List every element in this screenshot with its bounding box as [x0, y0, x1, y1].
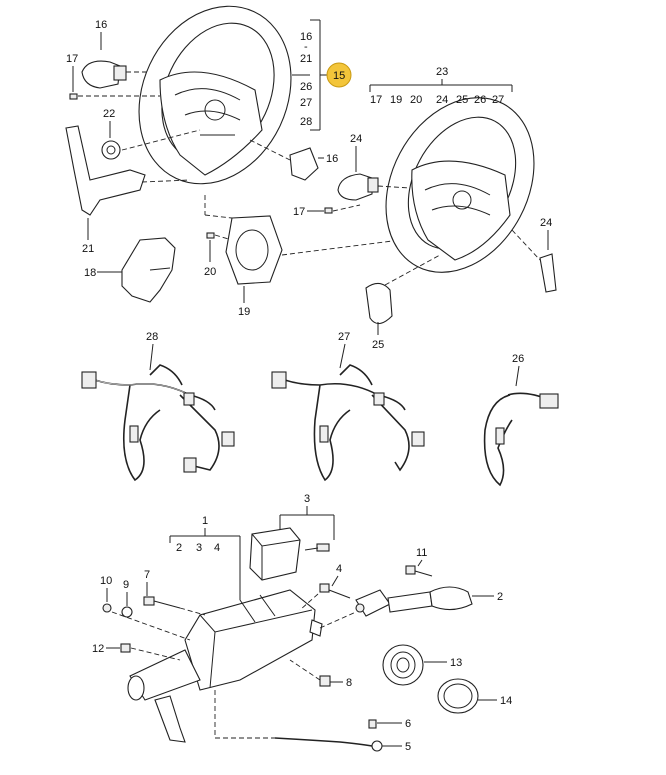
nut-22	[101, 140, 121, 160]
group-23-item-4: 24	[436, 94, 448, 106]
screw-20	[206, 232, 215, 239]
boot-13	[382, 644, 424, 686]
wiring-harness-26: 26	[483, 353, 559, 487]
button-cap-16	[81, 60, 127, 89]
control-module-3	[249, 527, 301, 581]
callout-4: 4	[336, 563, 342, 575]
button-cap-24b	[539, 253, 557, 293]
group-15-item-2: -	[304, 41, 308, 53]
callout-1: 1	[202, 515, 208, 527]
screw-17b	[324, 207, 333, 214]
callout-26: 26	[512, 353, 524, 365]
group-23-item-3: 20	[410, 94, 422, 106]
callout-25: 25	[372, 339, 384, 351]
bracket-group-15: 16 - 21 26 27 28	[292, 19, 328, 131]
callout-20: 20	[204, 266, 216, 278]
bracket-group-23: 23 17 19 20 24 25 26 27	[369, 66, 513, 106]
bracket-group-3: 3	[279, 493, 335, 540]
callout-18: 18	[84, 267, 96, 279]
washer-9	[121, 606, 133, 618]
callout-27: 27	[338, 331, 350, 343]
cable-5	[274, 737, 383, 752]
callout-14: 14	[500, 695, 512, 707]
callout-28: 28	[146, 331, 158, 343]
callout-24b: 24	[540, 217, 552, 229]
group-15-item-5: 27	[300, 97, 312, 109]
callout-15-highlight[interactable]	[326, 62, 352, 88]
callout-17: 17	[66, 53, 78, 65]
steering-wheel-left	[138, 5, 292, 185]
callout-7: 7	[144, 569, 150, 581]
callout-17b: 17	[293, 206, 305, 218]
callout-8: 8	[346, 677, 352, 689]
callout-13: 13	[450, 657, 462, 669]
ring-14	[437, 678, 479, 714]
group-1-item-1: 2	[176, 542, 182, 554]
intermediate-shaft-2	[355, 586, 473, 617]
bolt-4	[319, 583, 351, 599]
group-15-item-6: 28	[300, 116, 312, 128]
callout-3: 3	[304, 493, 310, 505]
callout-23: 23	[436, 66, 448, 78]
group-23-item-2: 19	[390, 94, 402, 106]
bolt-3	[304, 543, 330, 552]
callout-19: 19	[238, 306, 250, 318]
group-15-item-3: 21	[300, 53, 312, 65]
callout-22: 22	[103, 108, 115, 120]
cover-18	[121, 237, 176, 303]
group-1-item-3: 4	[214, 542, 220, 554]
screw-6	[368, 719, 377, 729]
steering-wheel-right	[385, 97, 535, 273]
nut-8	[319, 675, 331, 687]
group-15-item-4: 26	[300, 81, 312, 93]
callout-10: 10	[100, 575, 112, 587]
cover-25	[365, 282, 393, 325]
callout-5: 5	[405, 741, 411, 753]
callout-6: 6	[405, 718, 411, 730]
callout-2: 2	[497, 591, 503, 603]
callout-16b: 16	[326, 153, 338, 165]
trim-cover-21	[65, 125, 146, 216]
callout-12: 12	[92, 643, 104, 655]
callout-24: 24	[350, 133, 362, 145]
callout-11: 11	[416, 547, 427, 559]
group-1-item-2: 3	[196, 542, 202, 554]
group-15-item-1: 16	[300, 31, 312, 43]
bolt-11	[405, 565, 433, 577]
column-housing-1	[127, 589, 323, 743]
group-23-item-6: 26	[474, 94, 486, 106]
bolt-7	[143, 596, 181, 609]
washer-10	[102, 603, 112, 613]
callout-15[interactable]: 15	[333, 70, 345, 82]
group-23-item-5: 25	[456, 94, 468, 106]
group-23-item-7: 27	[492, 94, 504, 106]
mounting-plate-19	[225, 215, 283, 285]
button-cap-24	[337, 173, 379, 201]
group-23-item-1: 17	[370, 94, 382, 106]
wiring-harness-28: 28	[81, 331, 235, 482]
bracket-group-1: 1 2 3 4	[169, 515, 241, 600]
screw-17	[69, 93, 78, 100]
callout-9: 9	[123, 579, 129, 591]
button-cap-16b	[289, 147, 319, 181]
wiring-harness-27: 27	[271, 331, 425, 482]
callout-21: 21	[82, 243, 94, 255]
nut-12	[120, 643, 131, 653]
callout-16: 16	[95, 19, 107, 31]
